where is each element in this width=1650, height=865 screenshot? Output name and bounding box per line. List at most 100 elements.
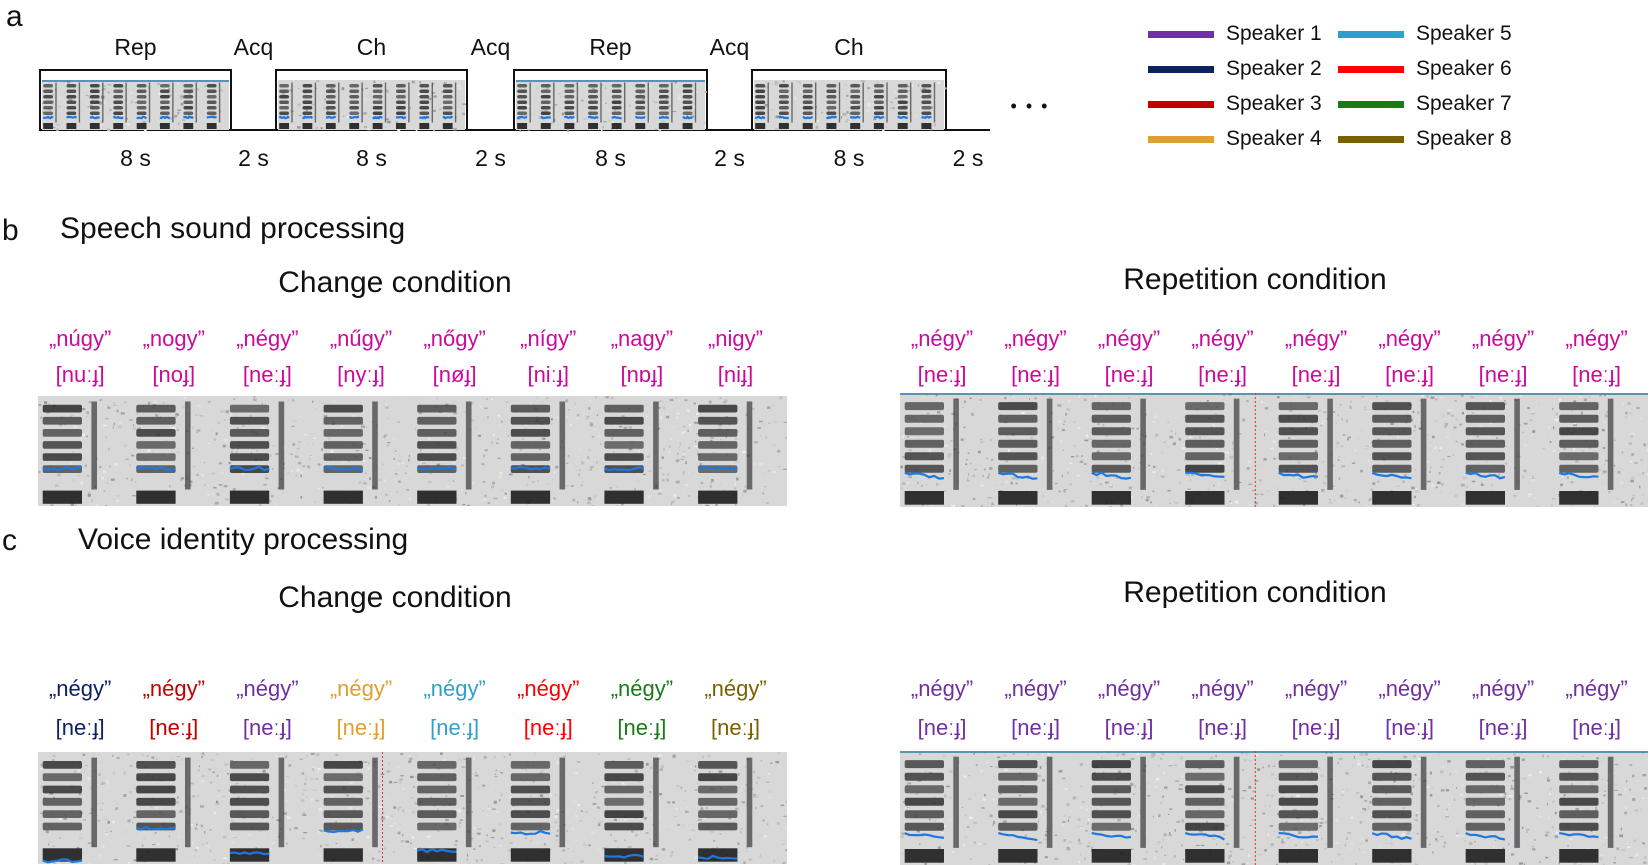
spectrogram-noise — [1148, 394, 1151, 397]
spectrogram-noise — [1216, 820, 1220, 822]
spectrogram-noise — [536, 396, 539, 399]
low-band — [510, 848, 551, 862]
spectrogram-noise — [44, 81, 47, 84]
spectrogram-noise — [1440, 766, 1444, 769]
spectrogram-noise — [767, 796, 772, 799]
spectrogram-noise — [1353, 499, 1357, 502]
low-band — [1559, 491, 1599, 505]
formant-band — [136, 453, 176, 461]
spectrogram-noise — [1004, 768, 1008, 772]
spectrogram-noise — [1430, 396, 1435, 399]
spectrogram-noise — [1435, 486, 1438, 489]
spectrogram-noise — [1088, 418, 1091, 420]
spectrogram-noise — [165, 87, 169, 89]
spectrogram-noise — [1044, 833, 1048, 837]
formant-band — [873, 100, 884, 104]
spectrogram-noise — [588, 844, 591, 847]
spectrogram-noise — [1621, 432, 1622, 433]
spectrogram-noise — [481, 465, 483, 467]
spectrogram-noise — [474, 427, 479, 430]
spectrogram-noise — [611, 437, 613, 440]
spectrogram-noise — [574, 839, 577, 841]
formant-band — [921, 84, 932, 88]
spectrogram-noise — [302, 465, 306, 467]
formant-band — [540, 89, 551, 93]
spectrogram-noise — [1320, 818, 1324, 820]
spectrogram-noise — [460, 489, 463, 491]
spectrogram-noise — [1362, 505, 1364, 507]
spectrogram-noise — [1177, 816, 1181, 818]
spectrogram-noise — [72, 842, 75, 844]
spectrogram-noise — [448, 760, 451, 762]
spectrogram-noise — [1242, 836, 1246, 839]
spectrogram-noise — [1270, 843, 1274, 846]
spectrogram-noise — [1058, 490, 1061, 493]
spectrogram-noise — [1063, 815, 1065, 818]
spectrogram-noise — [369, 802, 371, 805]
formant-band — [755, 100, 766, 104]
spectrogram-noise — [918, 843, 921, 846]
spectrogram-noise — [178, 836, 180, 838]
formant-band — [419, 111, 430, 115]
spectrogram-noise — [1248, 460, 1252, 464]
spectrogram-noise — [1527, 406, 1530, 409]
spectrogram-noise — [1044, 856, 1048, 859]
spectrogram-noise — [1625, 806, 1628, 809]
spectrogram-noise — [223, 765, 227, 769]
spectrogram-noise — [586, 106, 589, 109]
spectrogram-noise — [983, 798, 986, 801]
spectrogram-noise — [1154, 505, 1156, 507]
pitch-trace — [416, 847, 457, 854]
formant-band — [755, 111, 766, 115]
voice_repetition-spectrogram-svg — [900, 751, 1648, 865]
spectrogram-noise — [765, 436, 768, 439]
spectrogram-noise — [105, 416, 108, 419]
spectrogram-noise — [216, 774, 219, 777]
pitch-trace — [395, 115, 407, 120]
spectrogram-noise — [203, 484, 206, 486]
formant-band — [349, 100, 360, 104]
spectrogram-noise — [1293, 459, 1296, 462]
spectrogram-noise — [286, 842, 289, 845]
spectrogram-noise — [1337, 762, 1339, 764]
spectrogram-noise — [289, 828, 291, 831]
formant-band — [1465, 760, 1505, 769]
spectrogram-noise — [590, 399, 592, 402]
spectrogram-noise — [203, 462, 205, 464]
spectrogram-noise — [1645, 805, 1648, 808]
spectrogram-noise — [343, 115, 345, 117]
spectrogram-noise — [1644, 853, 1648, 855]
formant-band — [604, 453, 644, 461]
spectrogram-noise — [1043, 838, 1048, 841]
spectrogram-noise — [581, 480, 583, 484]
spectrogram-noise — [767, 406, 771, 409]
spectrogram-group — [38, 396, 787, 506]
spectrogram-noise — [94, 857, 96, 860]
spectrogram-noise — [200, 779, 205, 783]
low-band — [89, 123, 100, 129]
spectrogram-noise — [578, 473, 580, 476]
spectrogram-noise — [996, 780, 999, 783]
spectrogram-noise — [1215, 754, 1217, 758]
spectrogram-noise — [106, 779, 109, 781]
spectrogram-noise — [421, 792, 423, 796]
spectrogram-noise — [1460, 443, 1464, 446]
voice_repetition-ipa-label: [neːɟ] — [1478, 715, 1528, 740]
spectrogram-noise — [1278, 806, 1282, 810]
spectrogram-noise — [76, 846, 80, 849]
spectrogram-noise — [1595, 459, 1597, 463]
spectrogram-noise — [64, 92, 67, 94]
spectrogram-noise — [385, 403, 387, 406]
spectrogram-noise — [1289, 409, 1293, 412]
spectrogram-noise — [102, 820, 105, 823]
spectrogram-noise — [1604, 486, 1606, 489]
spectrogram-noise — [917, 84, 920, 87]
spectrogram-noise — [1554, 811, 1557, 815]
spectrogram-noise — [386, 815, 389, 819]
spectrogram-noise — [272, 468, 274, 470]
spectrogram-noise — [893, 116, 896, 118]
spectrogram-noise — [395, 491, 399, 493]
spectrogram-noise — [906, 101, 910, 104]
spectrogram-noise — [131, 454, 135, 457]
spectrogram-noise — [1481, 482, 1483, 486]
